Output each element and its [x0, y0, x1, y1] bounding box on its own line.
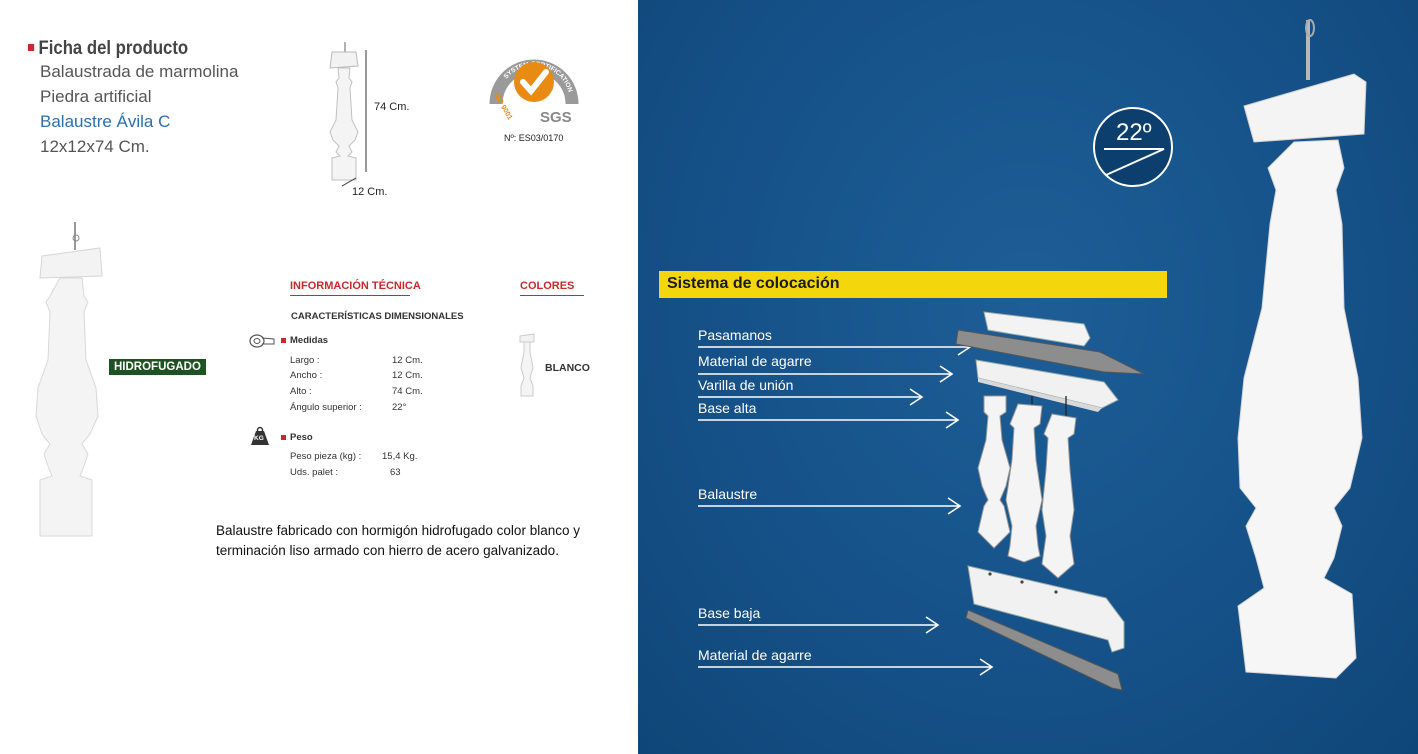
measure-value: 12 Cm. [392, 370, 423, 381]
measure-label: Ancho : [290, 370, 323, 381]
width-dimension-label: 12 Cm. [352, 186, 388, 198]
svg-text:SGS: SGS [540, 109, 572, 126]
colors-heading: COLORES [520, 280, 584, 296]
dimensional-characteristics-heading: CARACTERÍSTICAS DIMENSIONALES [291, 311, 464, 322]
waterproof-badge: HIDROFUGADO [109, 359, 206, 375]
angle-icon [1104, 148, 1165, 176]
angle-value: 22º [1116, 119, 1152, 146]
component-label: Varilla de unión [698, 377, 794, 393]
measure-value: 74 Cm. [392, 386, 423, 397]
color-swatch-baluster [519, 333, 535, 397]
measure-value: 12 Cm. [392, 355, 423, 366]
height-dimension-label: 74 Cm. [374, 101, 410, 113]
technical-info-heading: INFORMACIÓN TÉCNICA [290, 280, 421, 296]
installation-title: Sistema de colocación [667, 275, 840, 292]
weight-label: Uds. palet : [290, 467, 339, 478]
component-label: Balaustre [698, 486, 758, 502]
weight-label: Peso pieza (kg) : [290, 451, 362, 462]
product-line-2: Piedra artificial [40, 87, 152, 106]
component-label: Material de agarre [698, 647, 812, 663]
measure-label: Alto : [290, 386, 312, 397]
measure-label: Largo : [290, 355, 320, 366]
product-line-1: Balaustrada de marmolina [40, 62, 239, 81]
weight-value: 15,4 Kg. [382, 451, 418, 462]
featured-baluster-illustration [1237, 19, 1367, 679]
product-description: Balaustre fabricado con hormigón hidrofu… [216, 523, 580, 558]
certification-number: Nº: ES03/0170 [504, 133, 564, 143]
red-bullet-icon [28, 44, 35, 51]
small-baluster-illustration [329, 42, 367, 187]
tape-measure-icon [249, 334, 275, 348]
weight-icon-text: KG [254, 435, 264, 442]
component-label: Base alta [698, 400, 757, 416]
measure-label: Ángulo superior : [290, 402, 362, 413]
angle-badge [1093, 107, 1173, 187]
installation-diagram [698, 311, 1145, 691]
component-label: Pasamanos [698, 327, 772, 343]
installation-title-bar [659, 271, 1167, 298]
product-sheet-panel: Ficha del producto Balaustrada de marmol… [0, 0, 638, 754]
product-sheet-title: Ficha del producto [28, 38, 188, 60]
component-label: Base baja [698, 605, 761, 621]
weight-icon: KG [250, 426, 270, 446]
red-bullet-icon [281, 338, 286, 343]
product-line-4: 12x12x74 Cm. [40, 137, 150, 156]
measure-value: 22° [392, 402, 407, 413]
weight-value: 63 [390, 467, 401, 478]
product-line-3: Balaustre Ávila C [40, 112, 171, 131]
large-baluster-illustration [35, 222, 103, 537]
measures-title: Medidas [290, 335, 329, 346]
weight-title: Peso [290, 432, 313, 443]
installation-system-panel: Sistema de colocación Pasamanos Material… [638, 0, 1418, 754]
sgs-certification-logo: SYSTEM CERTIFICATION ISO 9001 SGS [489, 59, 579, 126]
red-bullet-icon [281, 435, 286, 440]
color-value: BLANCO [545, 362, 590, 374]
component-label: Material de agarre [698, 353, 812, 369]
product-sheet-title-text: Ficha del producto [38, 38, 189, 59]
pointer-arrows [698, 338, 994, 676]
